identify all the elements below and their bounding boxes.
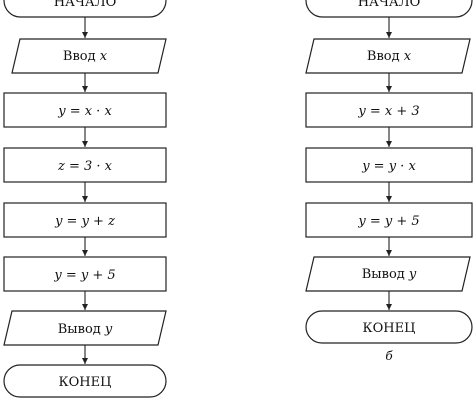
input-word: Ввод [63, 49, 96, 64]
process-block [305, 202, 473, 238]
process-label: y = y · x [361, 159, 416, 174]
process-label: y = y + z [54, 214, 115, 229]
process-block [3, 202, 167, 238]
end-terminator [305, 310, 473, 344]
process-label: z = 3 · x [57, 159, 113, 174]
input-parallelogram [11, 38, 167, 74]
process-block [305, 147, 473, 183]
process-label: y = y + 5 [53, 268, 115, 283]
end-terminator [3, 364, 167, 398]
process-block [3, 147, 167, 183]
output-label: Вывод y [362, 267, 417, 282]
input-variable: x [100, 49, 108, 64]
start-terminator [305, 0, 473, 18]
end-label: КОНЕЦ [59, 375, 112, 390]
output-variable: y [104, 322, 113, 337]
flowchart-left: НАЧАЛО Ввод x y = x · x z = 3 · x y = y … [3, 0, 167, 398]
process-label: y = y + 5 [357, 214, 419, 229]
process-label: y = x + 3 [357, 104, 419, 119]
input-label: Ввод x [63, 49, 108, 64]
flowchart-right: НАЧАЛО Ввод x y = x + 3 y = y · x y = y … [305, 0, 473, 363]
process-block [305, 92, 473, 128]
process-label: y = x · x [57, 104, 112, 119]
output-parallelogram [3, 310, 167, 346]
figure-caption: б [385, 349, 393, 363]
process-block [3, 92, 167, 128]
input-parallelogram [305, 38, 471, 74]
start-terminator [3, 0, 167, 18]
output-parallelogram [305, 256, 471, 292]
input-variable: x [404, 49, 412, 64]
output-variable: y [408, 267, 417, 282]
start-label: НАЧАЛО [54, 0, 117, 10]
process-block [3, 256, 167, 292]
input-label: Ввод x [367, 49, 412, 64]
start-label: НАЧАЛО [358, 0, 421, 10]
input-word: Ввод [367, 49, 400, 64]
output-label: Вывод y [58, 322, 113, 337]
end-label: КОНЕЦ [363, 321, 416, 336]
output-word: Вывод [58, 322, 101, 337]
output-word: Вывод [362, 267, 405, 282]
